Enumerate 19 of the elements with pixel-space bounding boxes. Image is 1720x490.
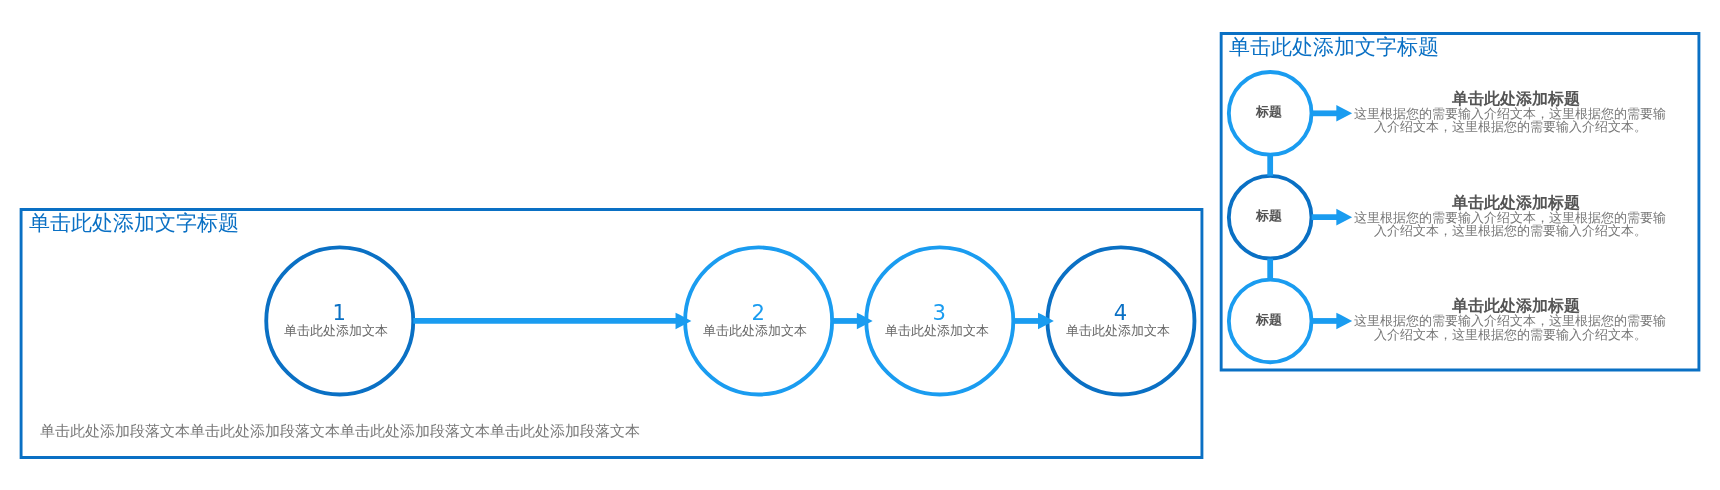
arrow [413, 312, 692, 329]
node-text: 单击此处添加标题 这里根据您的需要输入介绍文本，这里根据您的需要输入介绍文本，这里根据您的需要输入介绍文本。 [1353, 88, 1666, 134]
arrow [831, 312, 873, 329]
connector [1267, 258, 1274, 280]
node-text: 单击此处添加标题 这里根据您的需要输入介绍文本，这里根据您的需要输入介绍文本，这里根据您的需要输入介绍文本。 [1353, 295, 1666, 342]
node-circle: 标题 [1226, 69, 1314, 157]
arrow [1311, 104, 1353, 122]
label: 单击此处添加段落文本单击此处添加段落文本单击此处添加段落文本单击此处添加段落文本 [39, 421, 640, 440]
node-circle: 3 单击此处添加文本 [864, 245, 1016, 396]
connector [1267, 154, 1274, 176]
node-circle: 4 单击此处添加文本 [1045, 245, 1197, 396]
arrow [1311, 312, 1353, 329]
arrow [1013, 312, 1054, 329]
node-circle: 标题 [1226, 173, 1314, 260]
arrow [1311, 208, 1353, 225]
node-circle: 2 单击此处添加文本 [683, 245, 835, 396]
node-text: 单击此处添加标题 这里根据您的需要输入介绍文本，这里根据您的需要输入介绍文本，这里根据您的需要输入介绍文本。 [1353, 192, 1666, 238]
node-circle: 标题 [1226, 277, 1314, 364]
node-circle: 1 单击此处添加文本 [264, 245, 416, 396]
